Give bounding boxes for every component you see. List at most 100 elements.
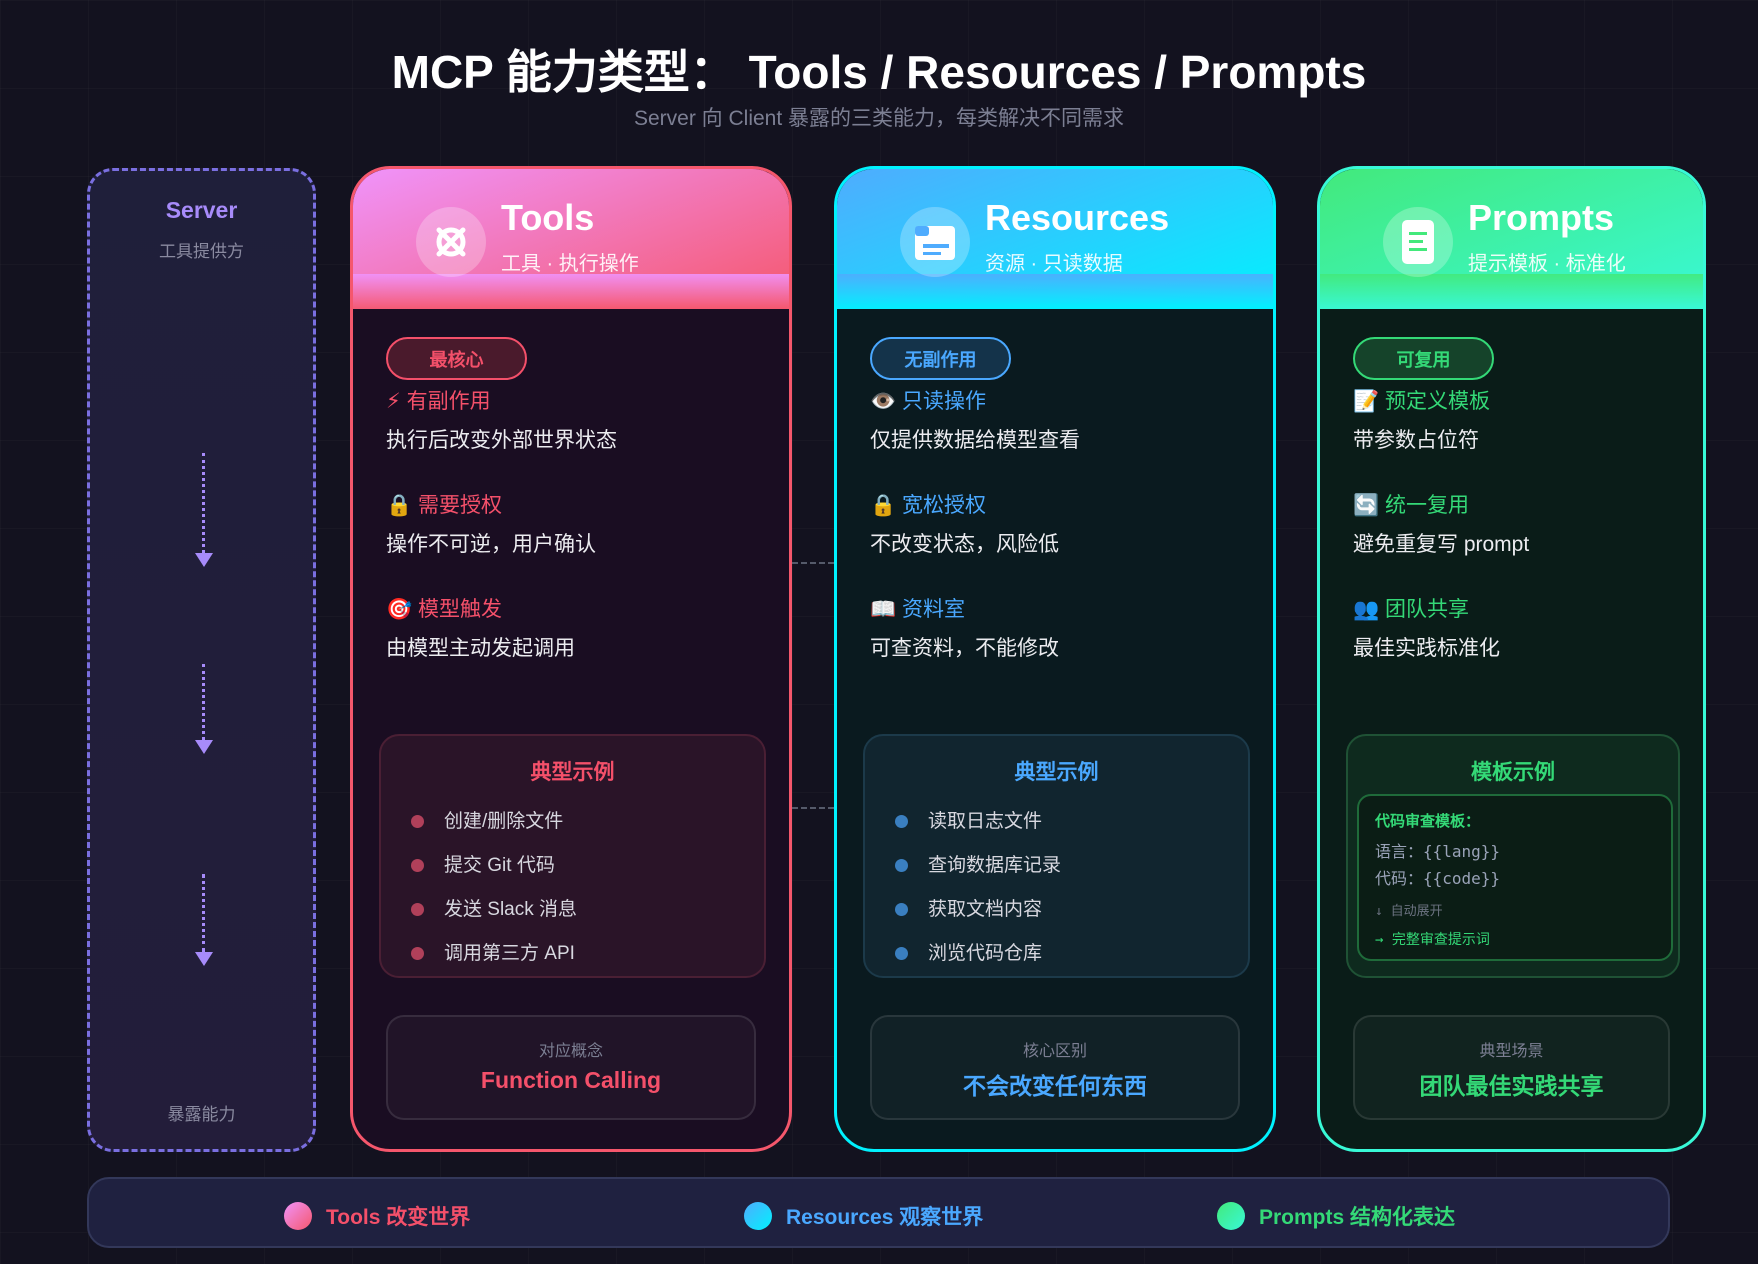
feature-label-text: 团队共享 bbox=[1385, 598, 1469, 621]
feature-label: 🎯 模型触发 bbox=[386, 593, 502, 623]
legend-item: Tools 改变世界 bbox=[284, 1201, 470, 1231]
feature-emoji-icon: 🔒 bbox=[870, 494, 897, 517]
examples-title: 典型示例 bbox=[530, 761, 615, 784]
feature-emoji-icon: 📖 bbox=[870, 598, 897, 621]
example-text: 调用第三方 API bbox=[444, 943, 575, 964]
card-badge: 无副作用 bbox=[870, 337, 1011, 380]
connector-line bbox=[792, 562, 834, 564]
example-item: 获取文档内容 bbox=[895, 894, 1042, 921]
feature-emoji-icon: 👁️ bbox=[870, 390, 897, 413]
example-text: 读取日志文件 bbox=[928, 811, 1043, 832]
server-subtitle: 工具提供方 bbox=[159, 242, 244, 261]
feature-label-text: 只读操作 bbox=[902, 390, 986, 413]
summary-label: 典型场景 bbox=[1479, 1043, 1544, 1060]
feature-emoji-icon: 🔄 bbox=[1353, 494, 1380, 517]
example-text: 创建/删除文件 bbox=[444, 811, 564, 832]
page-subtitle: Server 向 Client 暴露的三类能力，每类解决不同需求 bbox=[633, 107, 1125, 130]
feature-description: 避免重复写 prompt bbox=[1353, 533, 1530, 556]
feature-emoji-icon: 📝 bbox=[1353, 390, 1380, 413]
bullet-dot-icon bbox=[411, 859, 424, 873]
feature-description: 最佳实践标准化 bbox=[1353, 637, 1500, 660]
example-item: 发送 Slack 消息 bbox=[411, 894, 577, 921]
card-resources: Resources 资源 · 只读数据 无副作用👁️ 只读操作 仅提供数据给模型… bbox=[834, 166, 1276, 1152]
feature-emoji-icon: 🎯 bbox=[386, 598, 413, 621]
card-subtitle: 提示模板 · 标准化 bbox=[1468, 253, 1626, 275]
feature-label-text: 模型触发 bbox=[418, 598, 502, 621]
example-text: 提交 Git 代码 bbox=[444, 855, 555, 876]
legend-dot-icon bbox=[284, 1202, 312, 1230]
feature-description: 带参数占位符 bbox=[1353, 429, 1479, 452]
note-icon bbox=[1383, 207, 1453, 277]
summary-value: 不会改变任何东西 bbox=[963, 1073, 1147, 1099]
template-name: 代码审查模板： bbox=[1375, 812, 1481, 830]
example-text: 查询数据库记录 bbox=[928, 855, 1062, 876]
card-subtitle: 资源 · 只读数据 bbox=[985, 253, 1123, 275]
feature-label: 🔒 需要授权 bbox=[386, 489, 502, 519]
feature-label: 🔄 统一复用 bbox=[1353, 489, 1469, 519]
template-code-box: 代码审查模板： 语言：{{lang}} 代码：{{code}} ↓ 自动展开 →… bbox=[1357, 794, 1673, 961]
arrow-down-icon bbox=[195, 453, 213, 567]
feature-emoji-icon: ⚡ bbox=[386, 390, 401, 413]
feature-label: 📖 资料室 bbox=[870, 593, 965, 623]
feature-label: ⚡ 有副作用 bbox=[386, 385, 491, 415]
feature-description: 操作不可逆，用户确认 bbox=[386, 533, 596, 556]
example-text: 发送 Slack 消息 bbox=[444, 899, 578, 920]
header-band bbox=[837, 274, 1273, 309]
card-badge: 可复用 bbox=[1353, 337, 1494, 380]
card-prompts: Prompts 提示模板 · 标准化 可复用 📝 预定义模板 带参数占位符 🔄 统一… bbox=[1317, 166, 1706, 1152]
feature-label-text: 统一复用 bbox=[1385, 494, 1469, 517]
feature-label-text: 宽松授权 bbox=[902, 494, 986, 517]
feature-emoji-icon: 👥 bbox=[1353, 598, 1380, 621]
legend-label: Prompts 结构化表达 bbox=[1259, 1206, 1456, 1229]
bullet-dot-icon bbox=[411, 903, 424, 917]
examples-box: 典型示例读取日志文件查询数据库记录获取文档内容浏览代码仓库 bbox=[863, 734, 1250, 978]
example-item: 查询数据库记录 bbox=[895, 850, 1061, 877]
summary-box: 对应概念 Function Calling bbox=[386, 1015, 756, 1120]
examples-title: 模板示例 bbox=[1471, 761, 1555, 784]
template-result: → 完整审查提示词 bbox=[1375, 932, 1490, 948]
card-tools: Tools 工具 · 执行操作 最核心⚡ 有副作用 执行后改变外部世界状态🔒 需… bbox=[350, 166, 792, 1152]
feature-description: 由模型主动发起调用 bbox=[386, 637, 575, 660]
template-expand: ↓ 自动展开 bbox=[1375, 904, 1443, 919]
feature-label: 🔒 宽松授权 bbox=[870, 489, 986, 519]
wrench-cross-icon bbox=[416, 207, 486, 277]
feature-label: 👁️ 只读操作 bbox=[870, 385, 986, 415]
bullet-dot-icon bbox=[895, 903, 908, 917]
feature-label-text: 预定义模板 bbox=[1385, 390, 1490, 413]
card-title: Prompts bbox=[1468, 197, 1615, 238]
feature-description: 仅提供数据给模型查看 bbox=[870, 429, 1080, 452]
feature-label-text: 资料室 bbox=[902, 598, 965, 621]
feature-label-text: 有副作用 bbox=[406, 390, 491, 413]
legend-dot-icon bbox=[1217, 1202, 1245, 1230]
legend-label: Tools 改变世界 bbox=[326, 1206, 471, 1229]
bullet-dot-icon bbox=[411, 947, 424, 961]
summary-box: 典型场景 团队最佳实践共享 bbox=[1353, 1015, 1670, 1120]
summary-label: 对应概念 bbox=[538, 1043, 603, 1060]
example-text: 浏览代码仓库 bbox=[928, 943, 1043, 964]
page-title: MCP 能力类型： Tools / Resources / Prompts bbox=[391, 46, 1367, 98]
examples-title: 典型示例 bbox=[1014, 761, 1099, 784]
legend-dot-icon bbox=[744, 1202, 772, 1230]
summary-label: 核心区别 bbox=[1022, 1043, 1087, 1060]
card-badge: 最核心 bbox=[386, 337, 527, 380]
example-item: 浏览代码仓库 bbox=[895, 938, 1042, 965]
connector-line bbox=[792, 807, 834, 809]
feature-label-text: 需要授权 bbox=[418, 494, 502, 517]
feature-label: 📝 预定义模板 bbox=[1353, 385, 1490, 415]
feature-emoji-icon: 🔒 bbox=[386, 494, 413, 517]
feature-description: 不改变状态，风险低 bbox=[870, 533, 1059, 556]
summary-value: Function Calling bbox=[480, 1067, 662, 1093]
examples-box: 典型示例创建/删除文件提交 Git 代码发送 Slack 消息调用第三方 API bbox=[379, 734, 766, 978]
document-card-icon bbox=[900, 207, 970, 277]
summary-value: 团队最佳实践共享 bbox=[1419, 1073, 1604, 1099]
bullet-dot-icon bbox=[895, 859, 908, 873]
bullet-dot-icon bbox=[411, 815, 424, 829]
card-subtitle: 工具 · 执行操作 bbox=[501, 253, 639, 275]
arrow-down-icon bbox=[195, 874, 213, 966]
example-item: 创建/删除文件 bbox=[411, 806, 563, 833]
feature-description: 执行后改变外部世界状态 bbox=[386, 429, 617, 452]
summary-box: 核心区别 不会改变任何东西 bbox=[870, 1015, 1240, 1120]
bullet-dot-icon bbox=[895, 947, 908, 961]
legend-item: Prompts 结构化表达 bbox=[1217, 1201, 1455, 1231]
